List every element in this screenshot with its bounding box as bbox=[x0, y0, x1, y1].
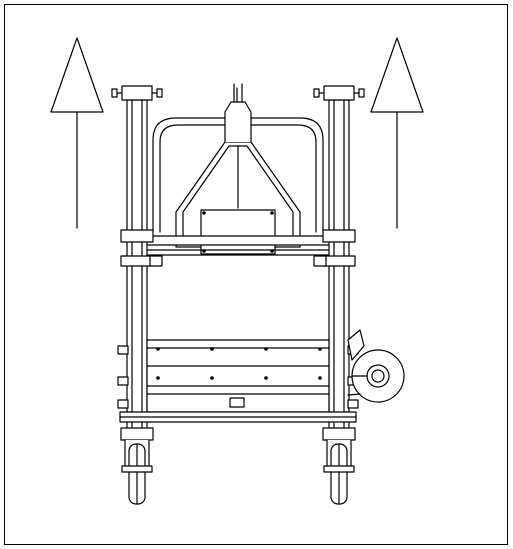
left-direction-arrow-icon bbox=[50, 37, 104, 229]
base-beam bbox=[119, 411, 357, 423]
right-direction-arrow-icon bbox=[370, 37, 424, 229]
hopper-body bbox=[146, 339, 330, 413]
caster-wheel-right bbox=[322, 427, 356, 505]
left-column bbox=[111, 85, 163, 431]
hose-reel-icon bbox=[347, 329, 405, 403]
caster-wheel-left bbox=[120, 427, 154, 505]
hitch-triangle bbox=[175, 83, 301, 255]
